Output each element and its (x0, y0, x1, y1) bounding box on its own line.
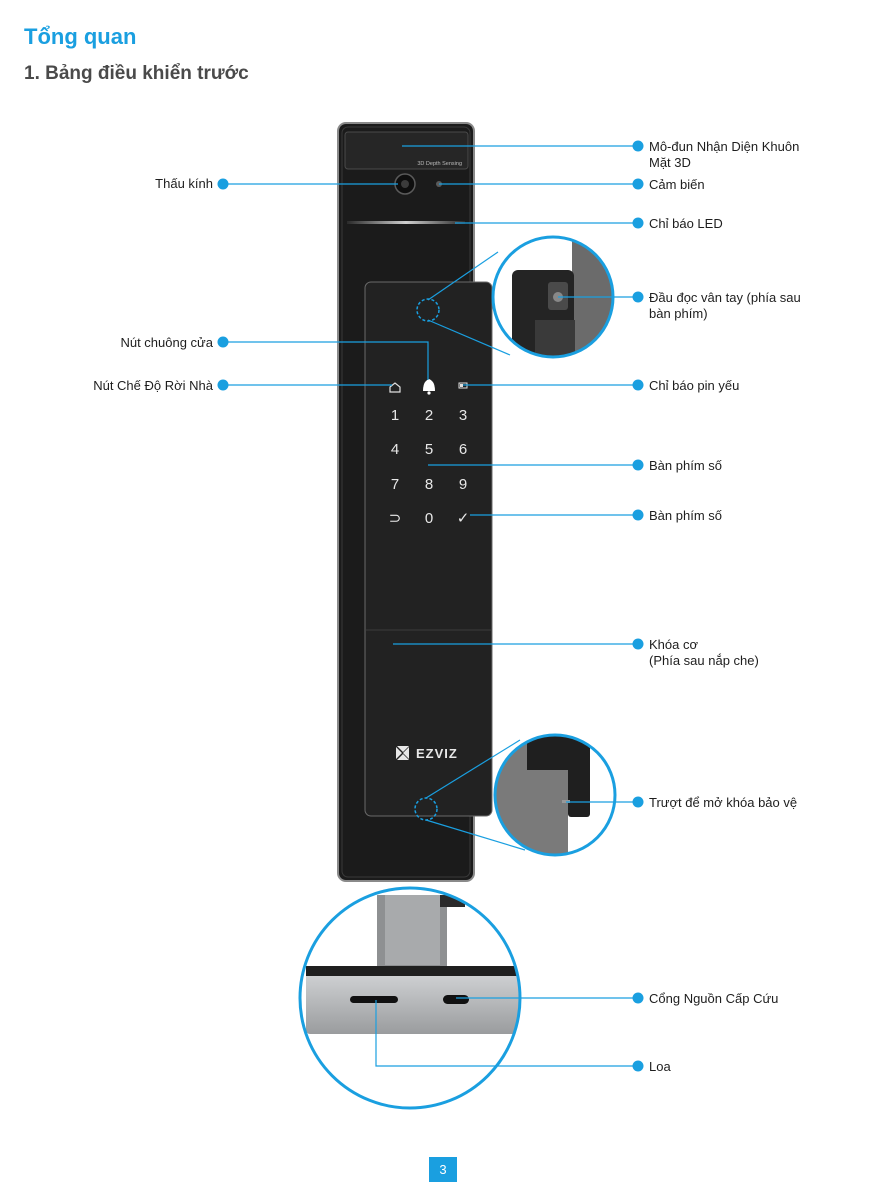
key-3: 3 (459, 407, 467, 424)
label-led: Chỉ báo LED (649, 216, 723, 231)
label-emergency-power: Cổng Nguồn Cấp Cứu (649, 991, 779, 1006)
keypad-panel (364, 281, 493, 817)
label-fingerprint: Đầu đọc vân tay (phía sau bàn phím) (649, 290, 801, 321)
fingerprint-marker (416, 298, 440, 322)
key-0: 0 (425, 510, 433, 527)
label-sensor: Cảm biến (649, 177, 705, 192)
label-lens: Thấu kính (155, 176, 213, 191)
key-6: 6 (459, 441, 467, 458)
bell-icon (423, 379, 435, 391)
led-bar (347, 221, 465, 224)
face-module-window (344, 131, 469, 170)
leader-dots (217, 140, 644, 1072)
brand-logo-icon (396, 746, 409, 760)
label-mech-key: Khóa cơ (Phía sau nắp che) (649, 637, 759, 668)
key-confirm: ✓ (457, 510, 470, 527)
brand-text: EZVIZ (416, 746, 458, 761)
label-speaker: Loa (649, 1059, 671, 1074)
label-face-module: Mô-đun Nhận Diện Khuôn Mặt 3D (649, 139, 800, 170)
key-2: 2 (425, 407, 433, 424)
label-doorbell: Nút chuông cửa (120, 335, 213, 350)
sensor-strip-text: 3D Depth Sensing (417, 161, 462, 167)
key-1: 1 (391, 407, 399, 424)
key-9: 9 (459, 476, 467, 493)
key-5: 5 (425, 441, 433, 458)
page-number: 3 (429, 1157, 457, 1182)
label-away-mode: Nút Chế Độ Rời Nhà (93, 378, 213, 393)
away-mode-icon (389, 382, 401, 393)
key-4: 4 (391, 441, 399, 458)
label-keypad-1: Bàn phím số (649, 458, 722, 473)
key-back: ⊃ (389, 510, 402, 527)
label-slide: Trượt để mở khóa bảo vệ (649, 795, 798, 810)
label-keypad-2: Bàn phím số (649, 508, 722, 523)
keypad-digits: 1 2 3 4 5 6 7 8 9 ⊃ 0 ✓ (389, 407, 470, 527)
page-title: Tổng quan (24, 24, 137, 49)
key-7: 7 (391, 476, 399, 493)
key-8: 8 (425, 476, 433, 493)
label-low-battery: Chỉ báo pin yếu (649, 378, 740, 393)
section-title: 1. Bảng điều khiển trước (24, 63, 249, 84)
